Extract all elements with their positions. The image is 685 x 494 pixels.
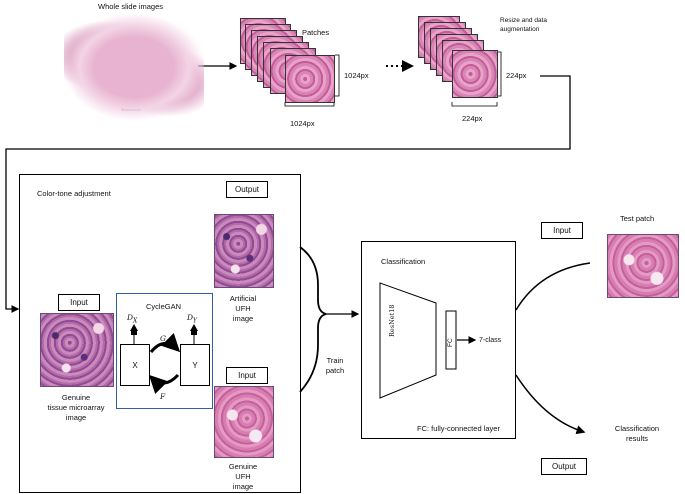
- arrow-g-label: G: [160, 334, 166, 343]
- resnet-trapezoid: [379, 282, 437, 399]
- dim-bracket-1024-right: [335, 54, 340, 97]
- patches-label: Patches: [302, 28, 330, 37]
- color-tone-panel: [19, 174, 301, 493]
- dim-bracket-224-right: [497, 51, 502, 97]
- genuine-ufh-line1: Genuine: [228, 462, 258, 471]
- curve-results-out: [515, 374, 586, 435]
- dx-text: D: [127, 313, 134, 322]
- artificial-ufh-image: [214, 214, 274, 288]
- artificial-line3: image: [232, 314, 254, 323]
- patch-front: [285, 55, 335, 103]
- resize-label-line1: Resize and data: [500, 17, 547, 24]
- curve-test-patch-in: [515, 262, 591, 311]
- cyclegan-box: [116, 293, 213, 409]
- dy-label: DY: [187, 313, 197, 326]
- dy-sub: Y: [193, 317, 197, 325]
- fc-box: [445, 310, 457, 370]
- genuine-ufh-image: [214, 386, 274, 458]
- fc-footnote: FC: fully-connected layer: [417, 424, 500, 433]
- cyclegan-title: CycleGAN: [145, 302, 181, 311]
- output-tag-color-tone: Output: [226, 181, 268, 198]
- input-tag-right: Input: [541, 222, 583, 239]
- size-224-bottom: 224px: [462, 114, 483, 123]
- dy-text: D: [187, 313, 194, 322]
- genuine-ufh-line3: image: [232, 482, 254, 491]
- artificial-line1: Artificial: [229, 294, 257, 303]
- genuine-tma-line3: image: [65, 413, 87, 422]
- output-tag-right: Output: [541, 458, 587, 475]
- results-line2: results: [625, 434, 649, 443]
- resized-front: [452, 50, 498, 98]
- arrow-g: [149, 333, 181, 353]
- classification-panel: [361, 241, 516, 439]
- seven-class-label: 7-class: [479, 337, 502, 344]
- dim-bracket-1024-bottom: [284, 102, 335, 107]
- arrow-f-label: F: [160, 392, 166, 401]
- size-1024-bottom: 1024px: [290, 119, 315, 128]
- node-y: Y: [180, 344, 210, 386]
- genuine-tma-line2: tissue microarray: [47, 403, 105, 412]
- node-y-label: Y: [192, 360, 198, 370]
- input-tag-bottom: Input: [226, 367, 268, 384]
- test-patch-image: [607, 234, 679, 298]
- node-x: X: [120, 344, 150, 386]
- node-x-label: X: [132, 360, 138, 370]
- dy-stub: [191, 331, 197, 335]
- arrow-to-color-tone: [5, 75, 571, 313]
- resize-label-line2: augmentation: [500, 26, 540, 33]
- size-224-right: 224px: [506, 71, 527, 80]
- results-line1: Classification: [614, 424, 660, 433]
- resnet-label: ResNet18: [388, 304, 396, 338]
- genuine-tma-line1: Genuine: [61, 393, 91, 402]
- dim-bracket-224-bottom: [451, 102, 498, 107]
- test-patch-label: Test patch: [620, 214, 655, 223]
- whole-slide-image: [64, 14, 204, 120]
- size-1024-right: 1024px: [344, 71, 369, 80]
- dx-sub: X: [133, 317, 138, 325]
- artificial-line2: UFH: [235, 304, 251, 313]
- classification-title: Classification: [381, 257, 426, 266]
- train-patch-line2: patch: [325, 366, 345, 375]
- dx-stub: [131, 331, 137, 335]
- genuine-tma-image: [40, 313, 114, 387]
- train-patch-line1: Train: [326, 356, 344, 365]
- color-tone-title: Color-tone adjustment: [37, 189, 111, 198]
- wsi-title: Whole slide images: [98, 2, 164, 11]
- dx-label: DX: [127, 313, 137, 326]
- arrow-f: [148, 373, 180, 394]
- input-tag-left: Input: [58, 294, 100, 311]
- fc-label: FC: [447, 338, 454, 347]
- dy-triangle: [190, 324, 198, 331]
- dx-triangle: [130, 324, 138, 331]
- genuine-ufh-line2: UFH: [235, 472, 251, 481]
